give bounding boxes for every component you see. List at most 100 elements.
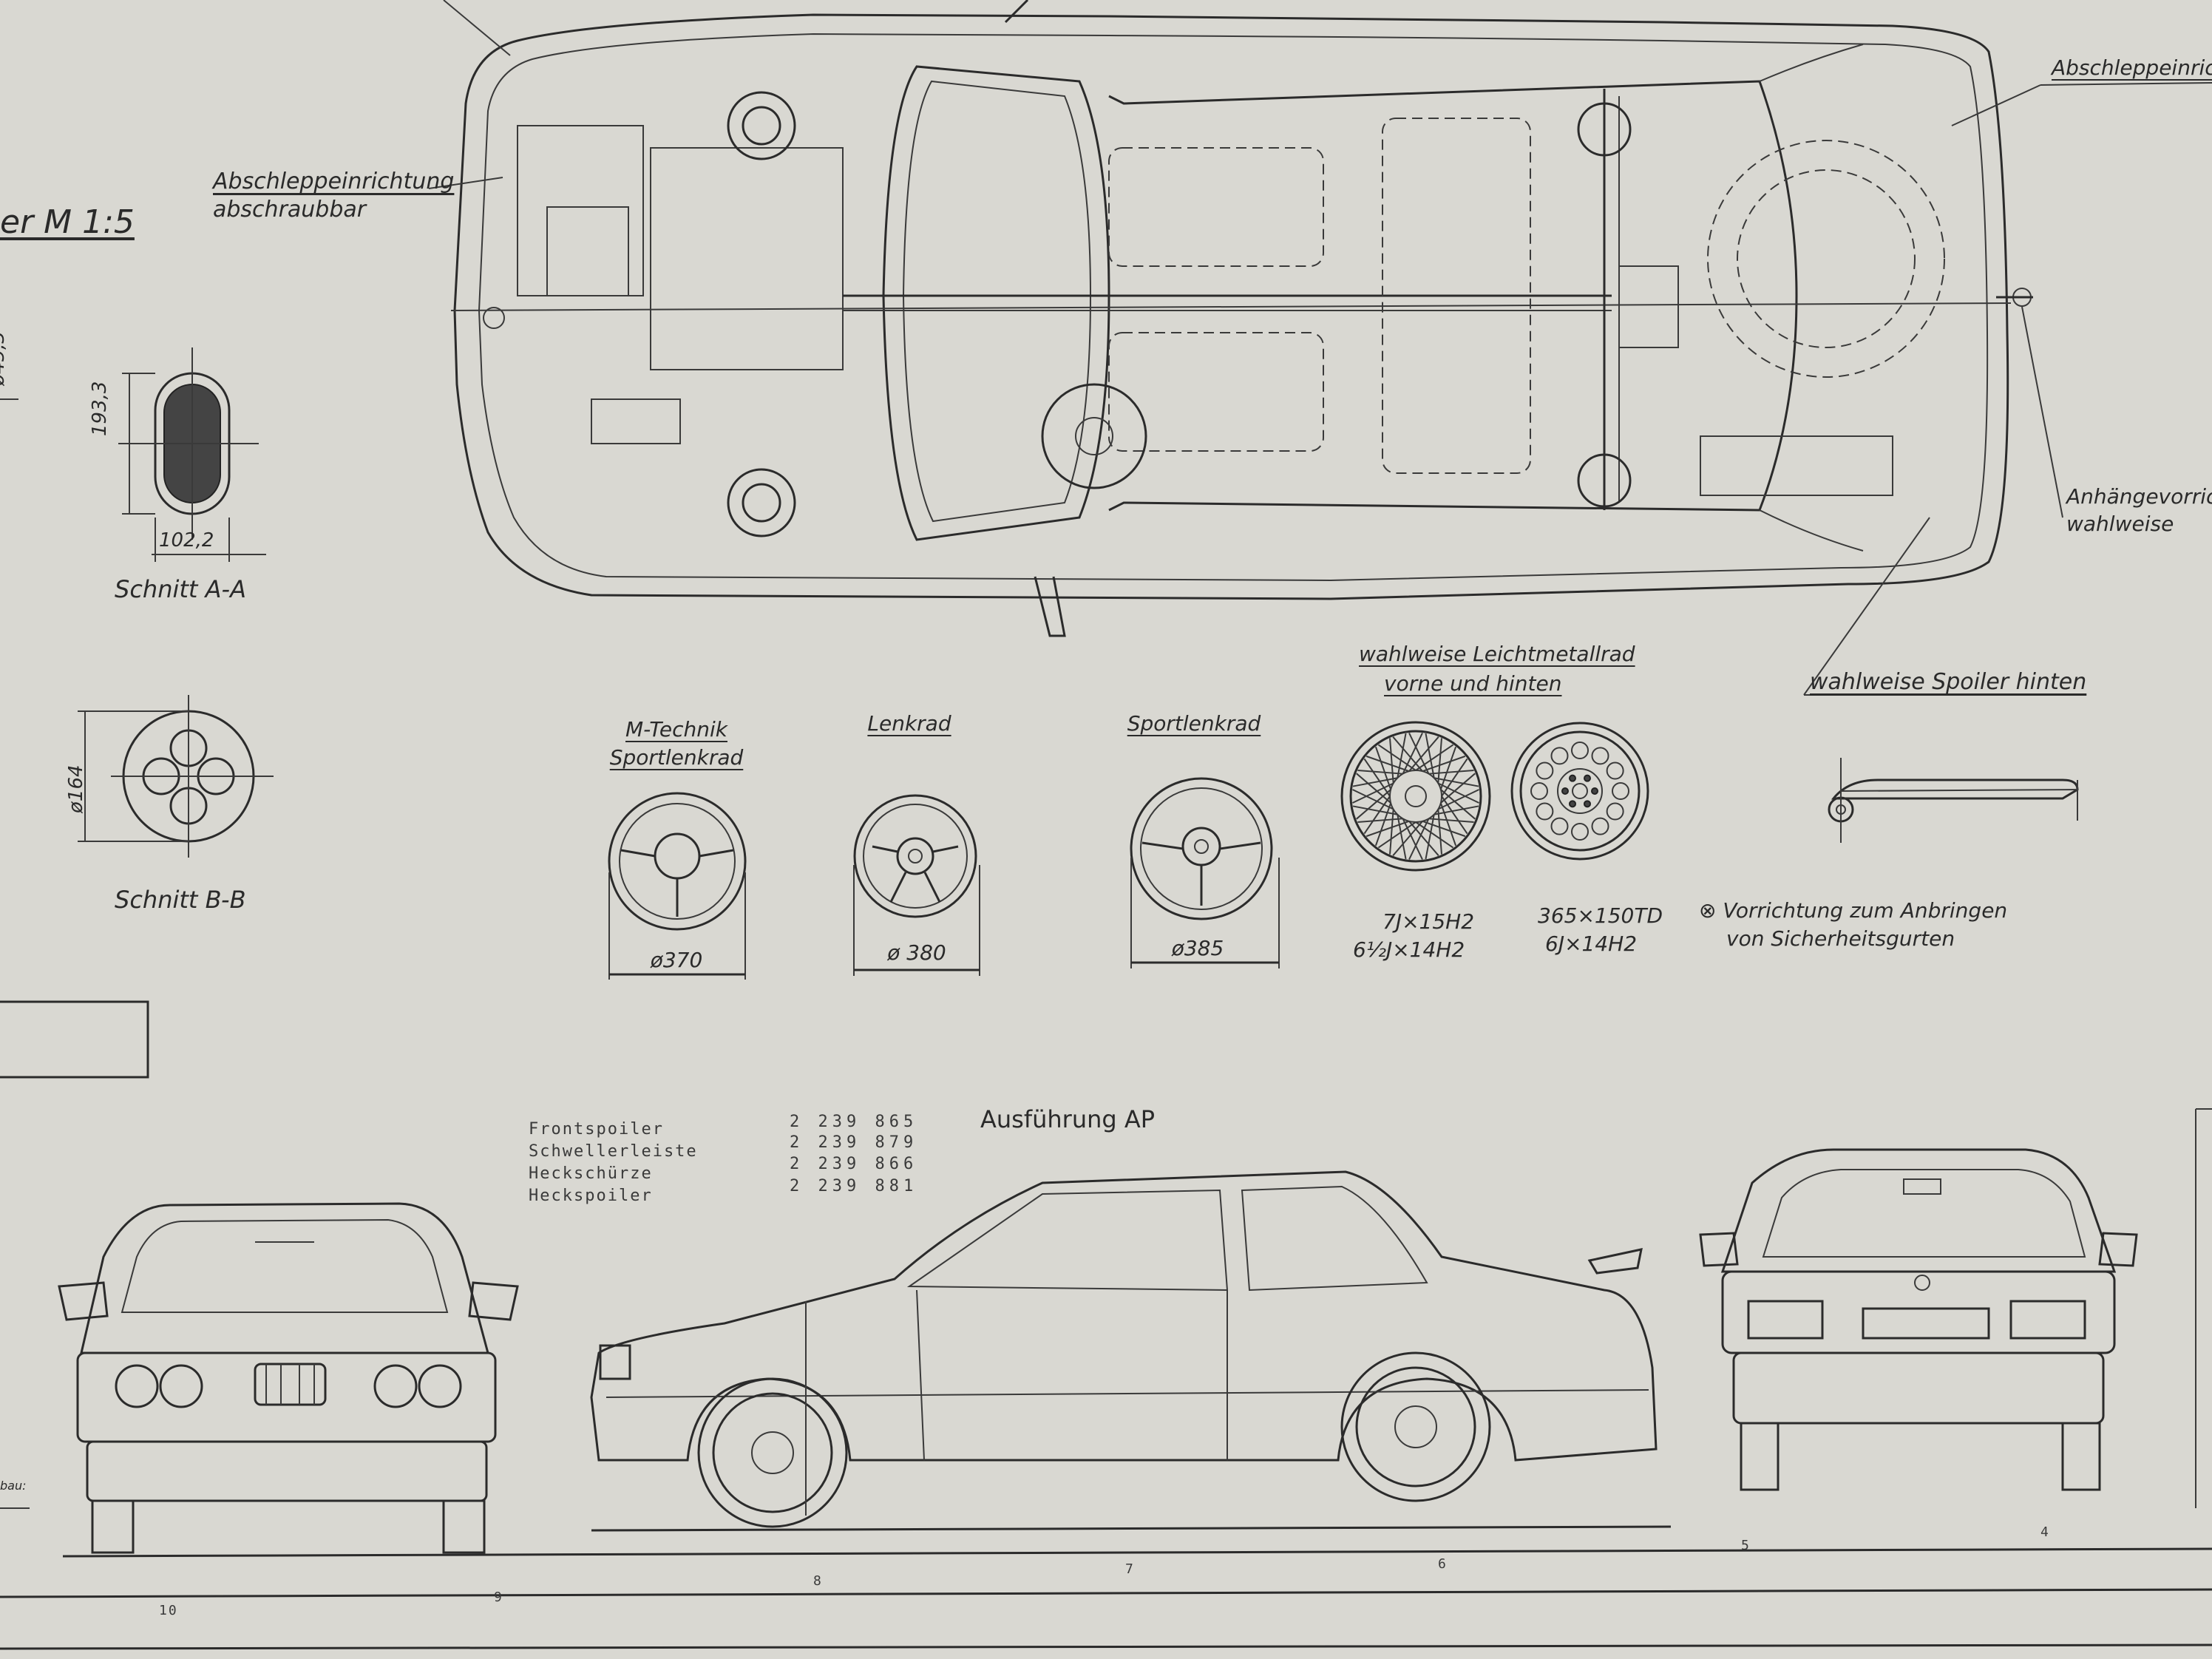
- car-rear-view: [1699, 1148, 2138, 1491]
- frame-number: 6: [1438, 1556, 1448, 1572]
- wheel-vent-hole: [1530, 782, 1548, 800]
- wheel-spoke: [1440, 773, 1476, 804]
- steering-wheel-1-title: M-Technik: [625, 717, 727, 742]
- section-a-a-drawing: [0, 347, 266, 562]
- alloy-wheel-front-drawing: [1340, 721, 1491, 872]
- wheel-spoke: [1437, 789, 1479, 810]
- steering-wheel-1-subtitle: Sportlenkrad: [609, 745, 744, 770]
- wheel-spoke: [1408, 733, 1430, 775]
- wheel-spoke: [1402, 818, 1423, 860]
- steering-wheel-3-title: Sportlenkrad: [1127, 711, 1261, 736]
- wheel-spoke: [1437, 782, 1479, 804]
- tow-rear-label: Abschleppeinrichtu: [2052, 55, 2212, 80]
- wheel-spoke: [1363, 795, 1391, 835]
- wheel-spoke: [1374, 802, 1392, 847]
- car-front-view: [58, 1202, 519, 1554]
- wheel-spoke: [1422, 755, 1466, 773]
- wheel-spoke: [1408, 736, 1439, 772]
- wheel-lug-nut: [1561, 787, 1569, 795]
- wheel-options-label: wahlweise Leichtmetallrad: [1359, 642, 1635, 666]
- wheel-front-spec-1: 7J×15H2: [1382, 909, 1475, 934]
- tow-front-sublabel: abschraubbar: [213, 197, 367, 223]
- side-note: bau:: [0, 1479, 27, 1493]
- wheel-spoke: [1397, 814, 1407, 860]
- section-a-a-label: Schnitt A-A: [115, 575, 246, 603]
- wheel-spoke: [1408, 818, 1430, 860]
- part-3-code: 2 239 866: [790, 1155, 918, 1173]
- alloy-wheel-rear-drawing: [1510, 722, 1649, 861]
- wheel-vent-hole: [1591, 747, 1609, 765]
- wheel-spoke: [1415, 821, 1454, 849]
- steering-wheel-sport-drawing: [1130, 777, 1280, 968]
- wheel-spoke: [1392, 736, 1423, 772]
- wheel-vent-hole: [1550, 817, 1569, 835]
- wheel-spoke: [1352, 777, 1398, 787]
- wheel-lug-nut: [1584, 800, 1591, 808]
- wheel-lug-nut: [1591, 787, 1598, 795]
- frame-number: 7: [1125, 1561, 1135, 1577]
- scale-label: er M 1:5: [0, 203, 135, 241]
- wheel-spoke: [1392, 821, 1423, 856]
- wheel-spoke: [1422, 820, 1466, 838]
- wheel-vent-hole: [1612, 782, 1629, 800]
- wheel-lug-nut: [1569, 774, 1576, 782]
- wheel-vent-hole: [1536, 761, 1554, 780]
- section-b-b-label: Schnitt B-B: [115, 886, 246, 914]
- part-2-code: 2 239 879: [790, 1133, 918, 1152]
- steering-wheel-1-dim: ø370: [650, 948, 703, 972]
- wheel-spoke: [1357, 818, 1403, 823]
- wheel-vent-hole: [1606, 761, 1624, 780]
- car-top-view: [428, 0, 2212, 696]
- wheel-lug-nut: [1569, 800, 1576, 808]
- wheel-spoke: [1439, 802, 1457, 847]
- tow-front-label: Abschleppeinrichtung: [213, 169, 455, 194]
- wheel-vent-hole: [1591, 817, 1609, 835]
- rear-spoiler-label: wahlweise Spoiler hinten: [1810, 669, 2087, 695]
- wheel-spoke: [1428, 818, 1474, 823]
- wheel-options-sublabel: vorne und hinten: [1384, 671, 1562, 696]
- wheel-rear-spec-2: 6J×14H2: [1545, 932, 1638, 956]
- steering-wheel-standard-drawing: [853, 794, 980, 976]
- wheel-spoke: [1356, 773, 1391, 804]
- wheel-vent-hole: [1571, 823, 1589, 841]
- wheel-lug-nut: [1584, 774, 1591, 782]
- wheel-spoke: [1434, 777, 1479, 787]
- version-label: Ausführung AP: [980, 1105, 1156, 1133]
- frame-number: 5: [1741, 1538, 1751, 1553]
- belt-note-label: ⊗ Vorrichtung zum Anbringen: [1699, 898, 2008, 923]
- car-side-view: [590, 1170, 1672, 1532]
- wheel-spoke: [1377, 821, 1417, 849]
- rear-spoiler-profile-drawing: [1828, 758, 2079, 843]
- frame-number: 8: [813, 1573, 823, 1589]
- steering-wheel-3-dim: ø385: [1171, 936, 1224, 960]
- wheel-spoke: [1425, 733, 1435, 778]
- part-4-name: Heckspoiler: [529, 1187, 653, 1205]
- wheel-spoke: [1437, 809, 1442, 855]
- wheel-spoke: [1439, 746, 1457, 790]
- steering-wheel-m-technik-drawing: [608, 792, 747, 980]
- wheel-spoke: [1434, 805, 1479, 815]
- belt-note-sublabel: von Sicherheitsgurten: [1726, 926, 1955, 951]
- wheel-vent-hole: [1536, 802, 1554, 821]
- wheel-spoke: [1428, 770, 1474, 775]
- wheel-spoke: [1363, 758, 1391, 797]
- wheel-spoke: [1352, 789, 1394, 810]
- wheel-rear-spec-1: 365×150TD: [1538, 903, 1663, 928]
- part-1-name: Frontspoiler: [529, 1120, 664, 1139]
- wheel-spoke: [1440, 789, 1476, 820]
- wheel-spoke: [1397, 733, 1407, 778]
- wheel-spoke: [1425, 814, 1435, 860]
- dim-102-label: 102,2: [159, 529, 214, 552]
- frame-number: 9: [494, 1590, 503, 1605]
- wheel-spoke: [1441, 795, 1468, 835]
- wheel-vent-hole: [1550, 747, 1569, 765]
- wheel-spoke: [1374, 746, 1392, 790]
- part-3-name: Heckschürze: [529, 1164, 653, 1183]
- part-1-code: 2 239 865: [790, 1113, 918, 1131]
- hitch-label: Anhängevorrich: [2066, 484, 2212, 509]
- frame-number: 4: [2040, 1524, 2050, 1540]
- wheel-front-spec-2: 6½J×14H2: [1353, 937, 1465, 962]
- steering-wheel-2-dim: ø 380: [887, 940, 946, 965]
